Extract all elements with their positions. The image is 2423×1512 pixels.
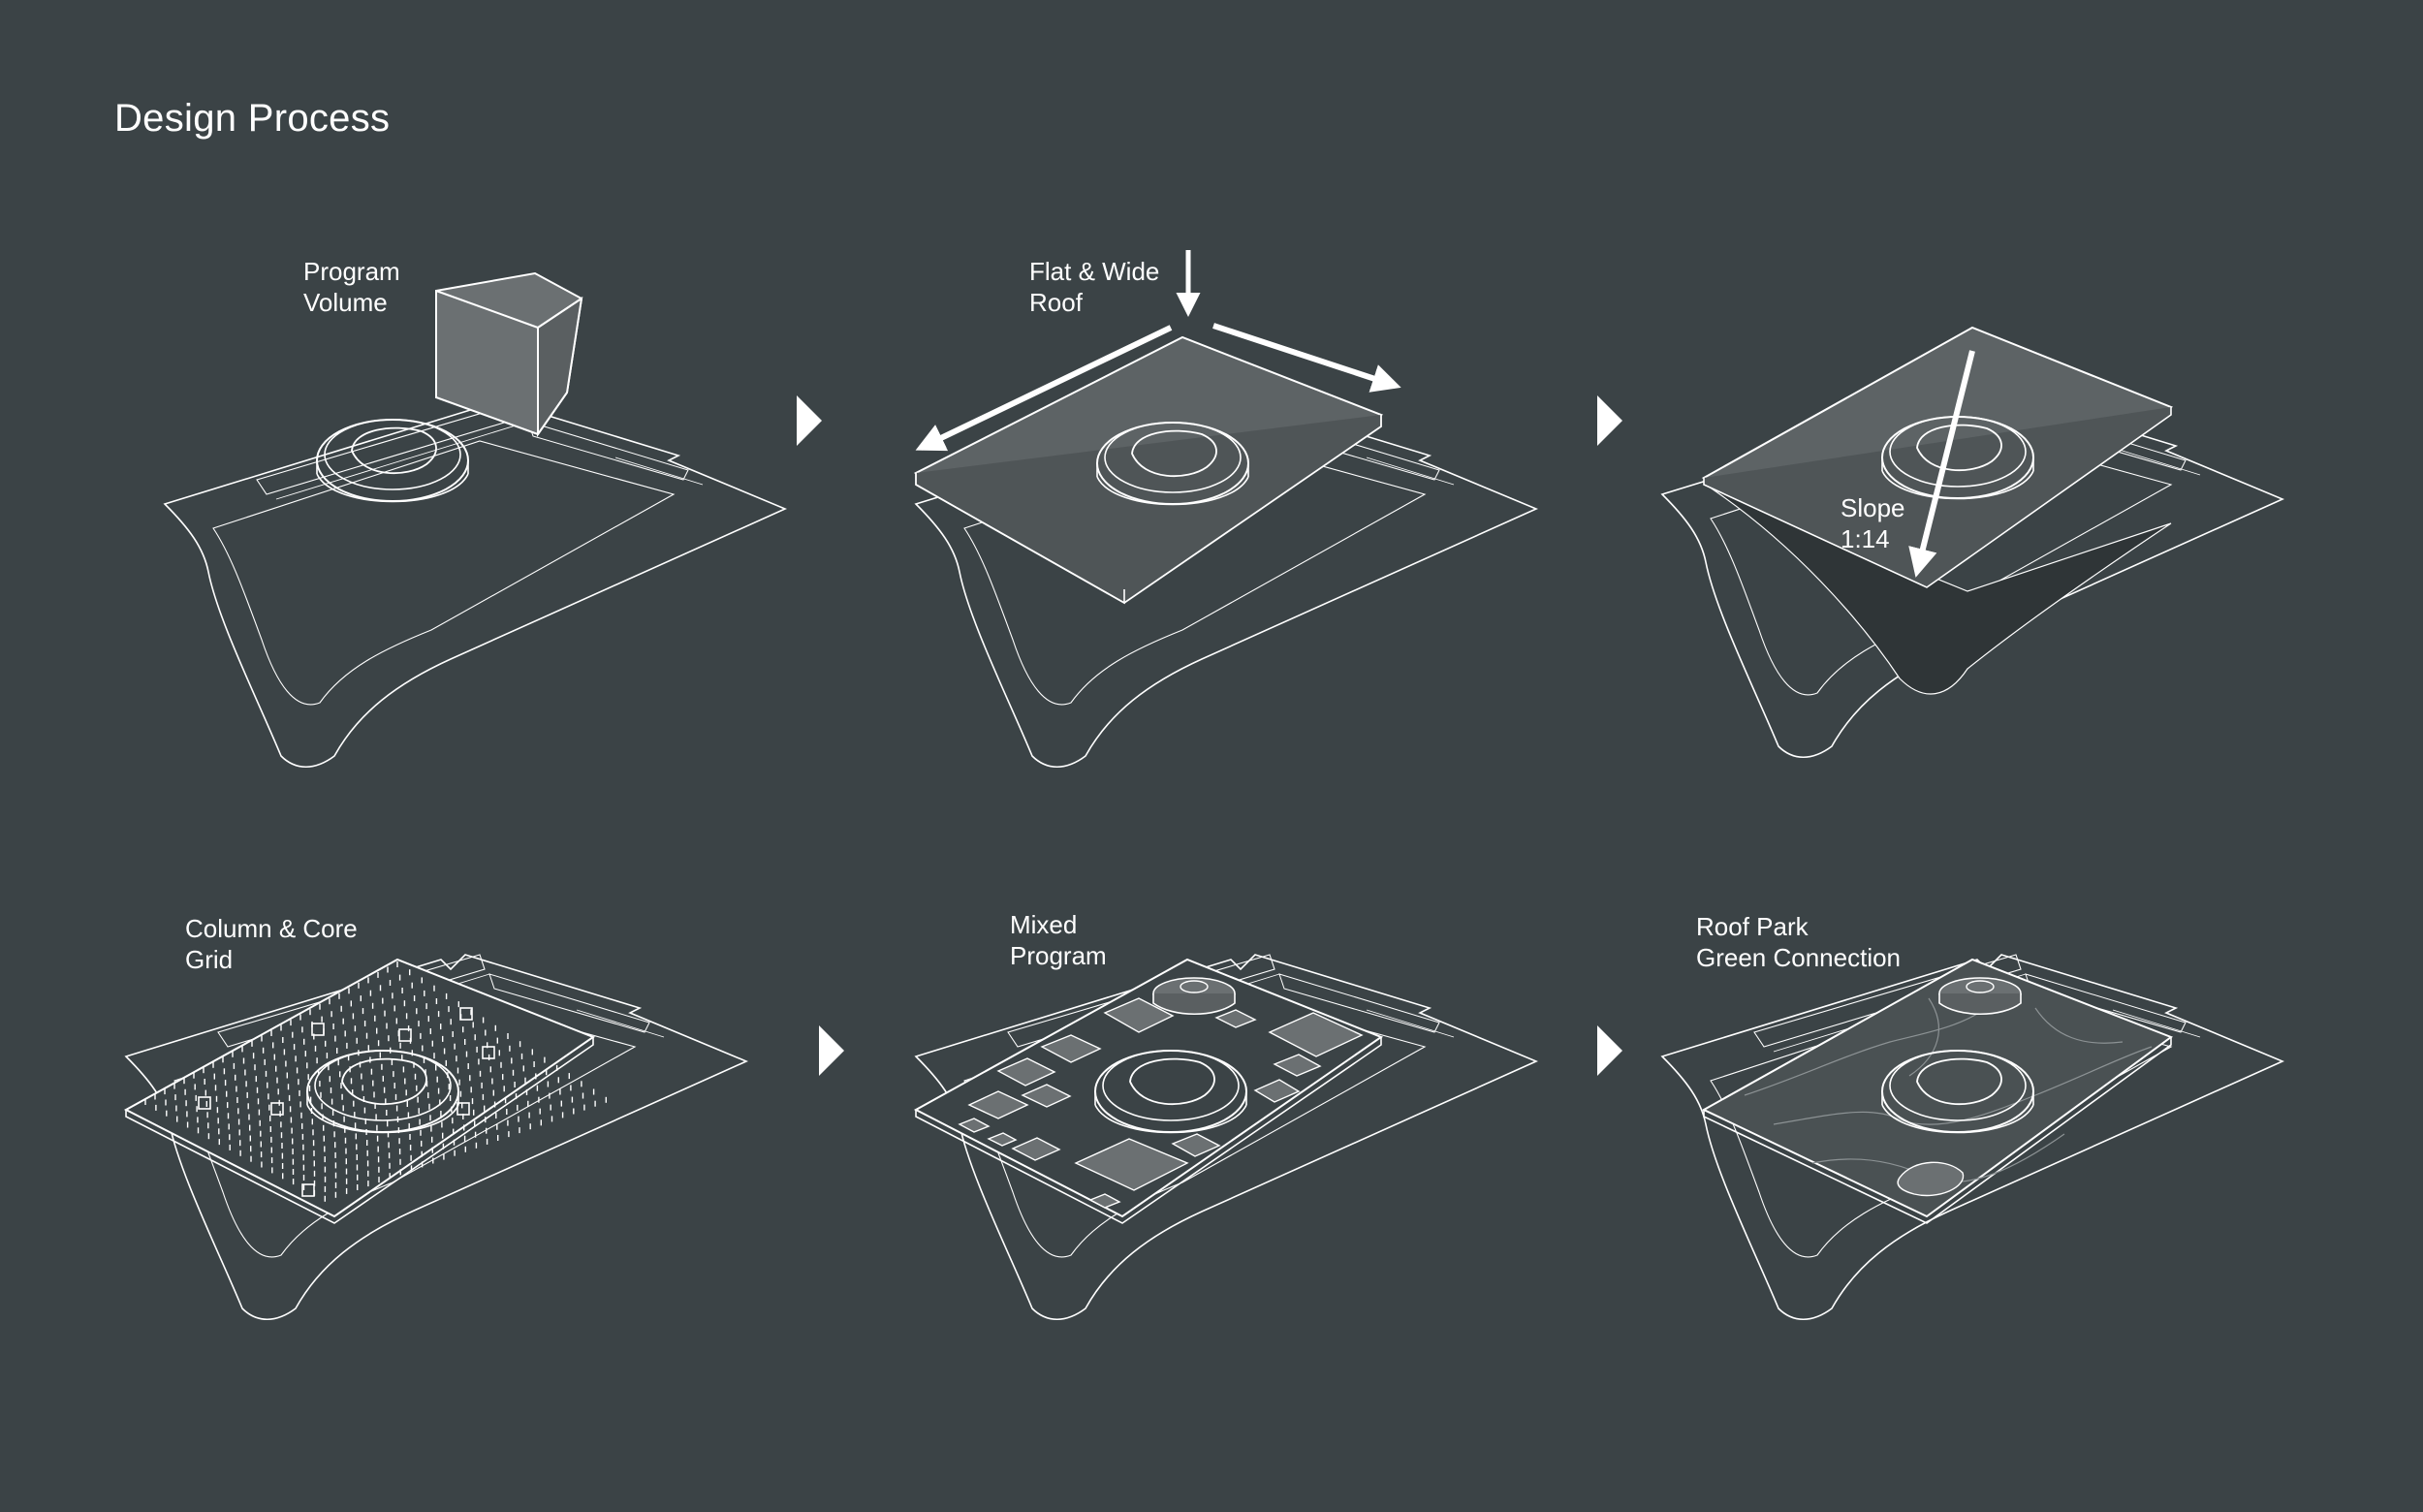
direction-arrows <box>915 250 1401 452</box>
panel-roof-park <box>1661 954 2283 1321</box>
column-grid <box>144 961 607 1202</box>
panel-slope <box>1661 326 2283 759</box>
slope-arrow <box>1908 350 1975 578</box>
panel-program-volume <box>164 271 786 769</box>
stadium-ring <box>316 419 469 503</box>
drum-volume <box>1152 977 1236 1016</box>
site-outline <box>164 401 786 769</box>
play-triangle-icon <box>819 1025 844 1076</box>
play-triangle-icon <box>797 395 822 446</box>
roof-slab <box>913 335 1384 605</box>
grid-slab <box>123 958 596 1224</box>
core-markers <box>198 1007 495 1197</box>
panel-mixed-program <box>913 954 1537 1321</box>
panel-flat-wide-roof <box>913 250 1537 769</box>
program-slab <box>913 958 1384 1224</box>
page-title: Design Process <box>114 97 391 140</box>
park-slab <box>1701 958 2174 1224</box>
play-triangle-icon <box>1597 1025 1622 1076</box>
play-triangle-icon <box>1597 395 1622 446</box>
program-blocks <box>958 997 1364 1209</box>
program-volume-box <box>435 271 583 438</box>
drum-volume <box>1938 977 2022 1016</box>
panel-column-core-grid <box>123 954 747 1321</box>
park-plaza <box>1897 1161 1965 1197</box>
